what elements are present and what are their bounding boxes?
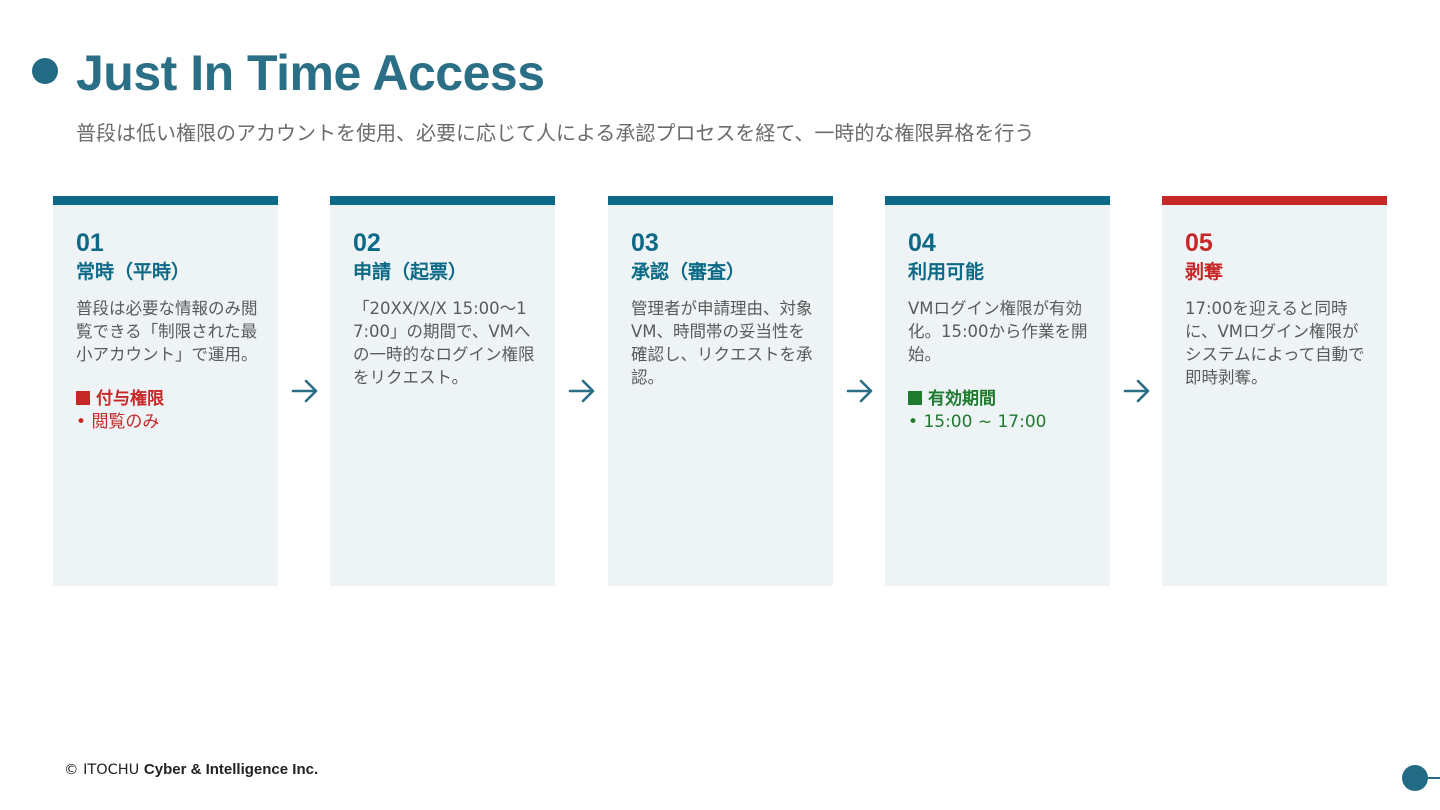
step-card-03: 03 承認（審査） 管理者が申請理由、対象VM、時間帯の妥当性を確認し、リクエス…: [608, 196, 833, 586]
company-name: Cyber & Intelligence Inc.: [143, 761, 319, 778]
step-card-05: 05 剥奪 17:00を迎えると同時に、VMログイン権限がシステムによって自動で…: [1162, 196, 1387, 586]
step-number: 03: [631, 229, 659, 257]
square-bullet-icon: [76, 391, 90, 405]
step-description: 普段は必要な情報のみ閲覧できる「制限された最小アカウント」で運用。: [76, 299, 258, 364]
step-title: 承認（審査）: [631, 261, 746, 283]
arrow-right-icon: [846, 379, 873, 403]
page-title: Just In Time Access: [76, 45, 545, 101]
note-title: 付与権限: [96, 389, 164, 409]
note-heading: 付与権限: [76, 388, 258, 411]
step-description: 17:00を迎えると同時に、VMログイン権限がシステムによって自動で即時剥奪。: [1185, 299, 1365, 387]
note-title: 有効期間: [928, 389, 996, 409]
step-title: 常時（平時）: [76, 261, 191, 283]
square-bullet-icon: [908, 391, 922, 405]
step-title: 利用可能: [908, 261, 985, 283]
step-description: VMログイン権限が有効化。15:00から作業を開始。: [908, 299, 1088, 364]
granted-permission-note: 付与権限 • 閲覧のみ: [76, 388, 258, 434]
title-bullet-icon: [32, 58, 58, 84]
step-description: 管理者が申請理由、対象VM、時間帯の妥当性を確認し、リクエストを承認。: [631, 299, 813, 387]
step-card-02: 02 申請（起票） 「20XX/X/X 15:00〜17:00」の期間で、VMへ…: [330, 196, 555, 586]
note-item-text: 15:00 ~ 17:00: [923, 412, 1047, 432]
arrow-right-icon: [291, 379, 318, 403]
note-item: • 閲覧のみ: [76, 412, 160, 432]
page-marker-line: [1428, 777, 1440, 779]
copyright-text: © ITOCHU: [64, 762, 140, 778]
step-title: 剥奪: [1185, 261, 1224, 283]
step-description: 「20XX/X/X 15:00〜17:00」の期間で、VMへの一時的なログイン権…: [353, 299, 535, 387]
arrow-right-icon: [568, 379, 595, 403]
step-title: 申請（起票）: [353, 261, 468, 283]
step-number: 05: [1185, 229, 1213, 257]
step-card-01: 01 常時（平時） 普段は必要な情報のみ閲覧できる「制限された最小アカウント」で…: [53, 196, 278, 586]
page-marker-icon: [1402, 765, 1428, 791]
step-number: 04: [908, 229, 936, 257]
footer-copyright: © ITOCHU Cyber & Intelligence Inc.: [64, 760, 318, 780]
note-heading: 有効期間: [908, 388, 1090, 411]
note-item-text: 閲覧のみ: [91, 412, 160, 432]
step-number: 02: [353, 229, 381, 257]
note-item: • 15:00 ~ 17:00: [908, 412, 1047, 432]
step-number: 01: [76, 229, 104, 257]
validity-period-note: 有効期間 • 15:00 ~ 17:00: [908, 388, 1090, 434]
arrow-right-icon: [1123, 379, 1150, 403]
page-subtitle: 普段は低い権限のアカウントを使用、必要に応じて人による承認プロセスを経て、一時的…: [76, 121, 1035, 145]
step-card-04: 04 利用可能 VMログイン権限が有効化。15:00から作業を開始。 有効期間 …: [885, 196, 1110, 586]
